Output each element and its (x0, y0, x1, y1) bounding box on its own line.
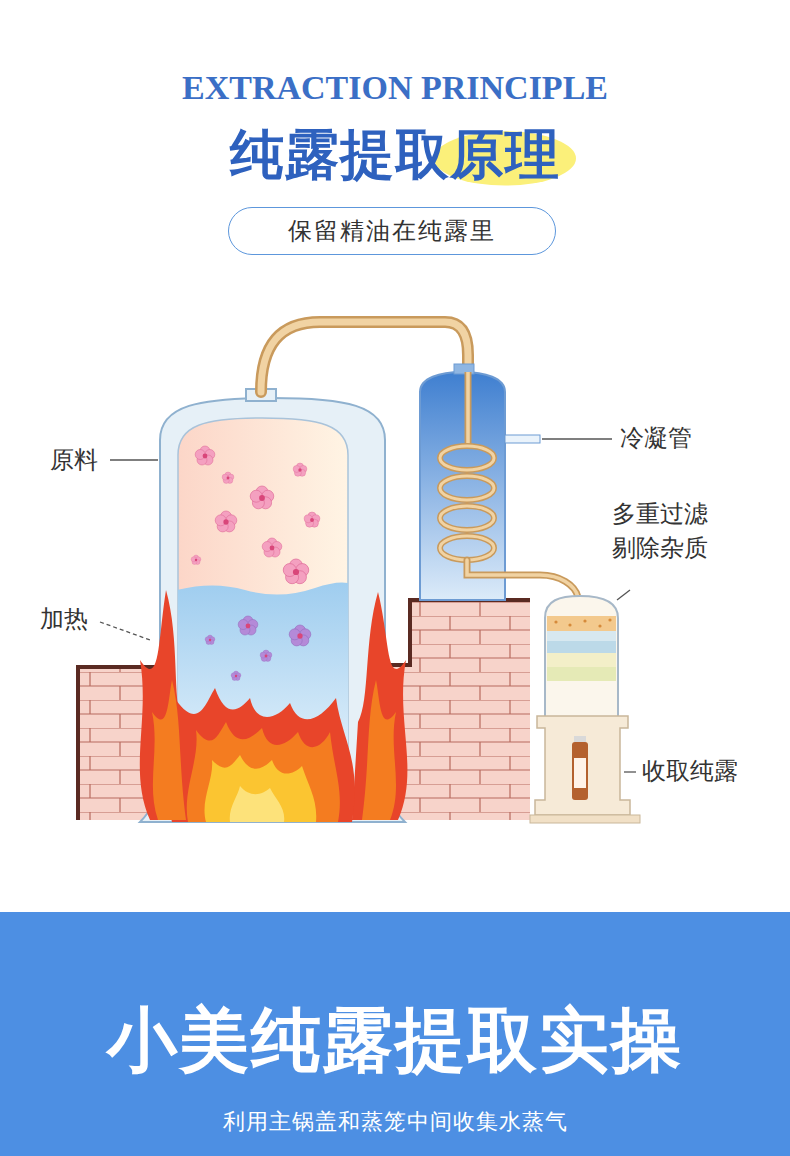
part-label: 原料 (50, 443, 98, 477)
leader-lines (617, 590, 630, 600)
part-label: 多重过滤 剔除杂质 (612, 497, 716, 565)
leader-lines (100, 622, 150, 640)
condenser (440, 536, 494, 560)
fire-flames (204, 755, 316, 822)
filter-tank (547, 641, 616, 653)
collection-stand (535, 716, 630, 815)
flower-petals (238, 616, 258, 635)
flower-petals (231, 671, 241, 681)
condenser (440, 446, 494, 470)
condenser (465, 372, 472, 446)
condenser (440, 476, 494, 500)
condenser (440, 476, 494, 500)
filter-tank (554, 620, 557, 623)
node-text: 小美纯露提取实操 (107, 1000, 683, 1080)
flower-petals (191, 555, 201, 565)
fire-flames (152, 680, 186, 820)
leader-lines (542, 438, 612, 439)
flower-petals (262, 538, 282, 557)
condenser (440, 506, 494, 530)
condenser (440, 446, 494, 560)
fire-flames (140, 590, 408, 822)
fire-flames (230, 786, 285, 822)
filter-tank (598, 624, 601, 627)
collection-stand (574, 758, 586, 788)
main-title: 纯露提取原理 (230, 121, 560, 189)
condenser (440, 506, 494, 530)
fire-flames (169, 688, 355, 822)
condenser (467, 560, 578, 597)
part-label: 加热 (40, 602, 88, 636)
filter-tank (547, 631, 616, 641)
condenser (440, 446, 494, 470)
fire-flames (187, 722, 340, 822)
condenser (440, 536, 494, 560)
leader-lines (624, 771, 636, 772)
leader-lines (110, 459, 158, 460)
flower-petals (205, 635, 215, 645)
filter-tank (547, 653, 616, 667)
collection-stand (530, 716, 640, 823)
leader-lines (100, 439, 636, 772)
collection-stand (572, 742, 588, 800)
filter-tank (547, 667, 616, 681)
flower-petals (289, 625, 311, 646)
flower-petals (191, 446, 320, 681)
flower-petals (283, 559, 308, 584)
condenser (420, 372, 505, 600)
flower-petals (260, 650, 272, 661)
collection-stand (530, 815, 640, 823)
condenser (466, 372, 470, 446)
flower-petals (250, 486, 274, 509)
filter-tank (545, 596, 618, 718)
flower-petals (195, 446, 215, 465)
condenser (505, 435, 540, 443)
fire-flames (140, 590, 188, 820)
fire-flames (362, 680, 396, 820)
filter-tank (568, 623, 571, 626)
flower-petals (293, 463, 307, 476)
filter-tank (547, 616, 616, 631)
node-subtext: 利用主锅盖和蒸笼中间收集水蒸气 (223, 1108, 568, 1136)
node-text: 保留精油在纯露里 (288, 216, 496, 246)
flower-petals (304, 512, 320, 527)
note-pill: 保留精油在纯露里 (228, 207, 556, 255)
english-heading: EXTRACTION PRINCIPLE (0, 66, 790, 110)
footer-band: 小美纯露提取实操利用主锅盖和蒸笼中间收集水蒸气 (0, 912, 790, 1156)
filter-tank (608, 618, 611, 621)
part-label: 冷凝管 (620, 421, 692, 455)
flower-petals (222, 472, 234, 483)
filter-tank (545, 596, 618, 718)
condenser (440, 446, 494, 560)
flower-petals (215, 511, 237, 532)
part-label: 收取纯露 (642, 754, 738, 788)
title-row: 纯露提取原理 (0, 121, 790, 189)
condenser (467, 560, 578, 597)
filter-tank (583, 619, 586, 622)
brick-base (365, 600, 530, 665)
fire-flames (352, 592, 407, 820)
condenser (420, 364, 578, 600)
